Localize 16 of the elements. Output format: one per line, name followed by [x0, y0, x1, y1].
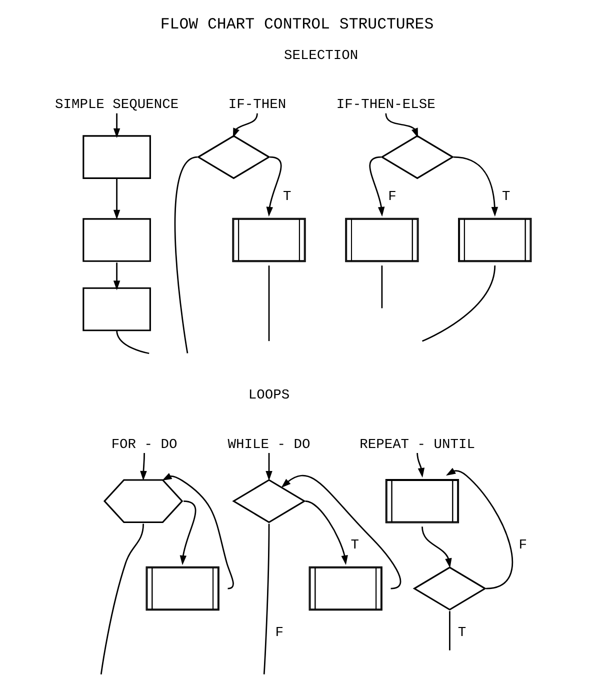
node-text: SIMPLE SEQUENCE	[54, 98, 179, 114]
edge-label: T	[350, 538, 360, 554]
label: SELECTION	[284, 49, 358, 64]
edge-label: T	[283, 190, 292, 205]
node-text: FOR - DO	[111, 438, 178, 453]
node-text: REPEAT - UNTIL	[360, 438, 475, 453]
edge-label: F	[518, 538, 527, 554]
edge-label: F	[275, 626, 284, 641]
node-text: IF-THEN	[228, 98, 286, 114]
node-text: IF-THEN-ELSE	[336, 98, 436, 114]
edge-label: T	[502, 190, 510, 205]
node-text: WHILE - DO	[228, 438, 310, 453]
label: LOOPS	[248, 388, 290, 404]
diagram-title: FLOW CHART CONTROL STRUCTURES	[160, 16, 434, 34]
edge-label: T	[458, 626, 466, 641]
edge-label: F	[388, 190, 396, 205]
